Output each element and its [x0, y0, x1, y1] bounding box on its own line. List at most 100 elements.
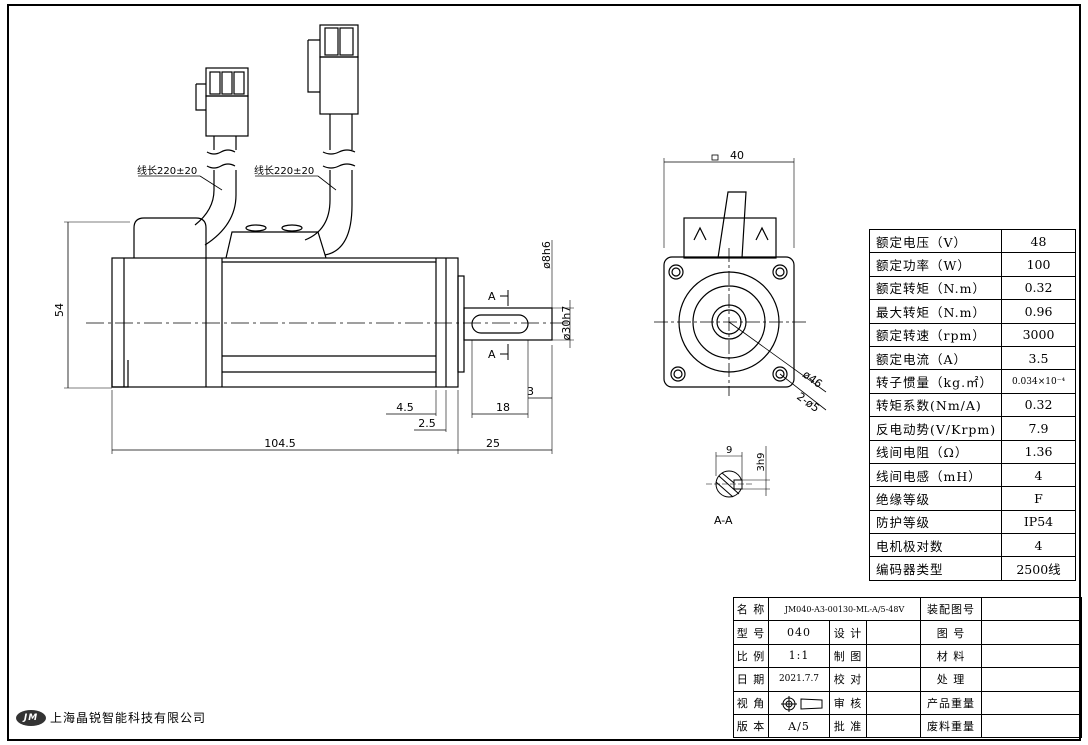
spec-value: 0.32 [1001, 275, 1076, 301]
view-symbol-cell [768, 690, 830, 715]
section-key-height: 3h9 [756, 452, 767, 471]
spec-row: 额定转矩（N.m）0.32 [869, 275, 1076, 301]
spec-label: 线间电感（mH） [869, 462, 1002, 488]
spec-label: 额定功率（W） [869, 252, 1002, 277]
assembly-label: 装配图号 [920, 596, 982, 622]
spec-value: 3.5 [1001, 345, 1076, 371]
check-value [866, 667, 921, 692]
spec-label: 转子惯量（kg.㎡） [869, 369, 1002, 394]
dim-key-length: 18 [496, 401, 510, 414]
section-mark-top: A [488, 290, 496, 303]
drawing-no-value [981, 620, 1082, 645]
title-row: 比 例 1:1 制 图 材 料 [733, 643, 1082, 669]
drafter-label: 制 图 [829, 643, 867, 669]
side-view [64, 24, 574, 454]
spec-label: 反电动势(V/Krpm) [869, 416, 1002, 441]
section-view [706, 446, 770, 498]
spec-value: F [1001, 486, 1076, 511]
spec-label: 编码器类型 [869, 556, 1002, 581]
version-label: 版 本 [733, 713, 769, 739]
scale-value: 1:1 [768, 643, 830, 669]
check-label: 校 对 [829, 667, 867, 692]
spec-row: 额定功率（W）100 [869, 252, 1076, 277]
spec-value: IP54 [1001, 509, 1076, 535]
scrap-weight-label: 废料重量 [920, 713, 982, 739]
title-row: 版 本 A/5 批 准 废料重量 [733, 713, 1082, 739]
name-value: JM040-A3-00130-ML-A/5-48V [768, 596, 921, 622]
dim-key-offset: 3 [527, 385, 534, 398]
cable-label-left: 线长220±20 [137, 164, 197, 177]
spec-row: 额定转速（rpm）3000 [869, 322, 1076, 347]
dim-bolt-circle: ø46 [800, 368, 824, 391]
scale-label: 比 例 [733, 643, 769, 669]
spec-label: 电机极对数 [869, 533, 1002, 558]
approve-value [866, 713, 921, 739]
design-label: 设 计 [829, 620, 867, 645]
spec-value: 0.96 [1001, 299, 1076, 324]
title-block: 名 称 JM040-A3-00130-ML-A/5-48V 装配图号 型 号 0… [733, 596, 1082, 739]
spec-label: 转矩系数(Nm/A) [869, 392, 1002, 418]
dim-total-length: 104.5 [264, 437, 296, 450]
section-key-width: 9 [726, 445, 732, 456]
date-label: 日 期 [733, 667, 769, 692]
section-label: A-A [714, 514, 733, 527]
spec-value: 4 [1001, 533, 1076, 558]
dim-holes: 2-ø5 [794, 390, 822, 415]
company-footer: JM 上海晶锐智能科技有限公司 [16, 709, 206, 726]
drawing-no-label: 图 号 [920, 620, 982, 645]
spec-value: 3000 [1001, 322, 1076, 347]
cable-label-right: 线长220±20 [254, 164, 314, 177]
title-row: 型 号 040 设 计 图 号 [733, 620, 1082, 645]
date-value: 2021.7.7 [768, 667, 830, 692]
section-mark-bottom: A [488, 348, 496, 361]
assembly-value [981, 596, 1082, 622]
review-label: 审 核 [829, 690, 867, 715]
version-value: A/5 [768, 713, 830, 739]
product-weight-value [981, 690, 1082, 715]
spec-value: 0.32 [1001, 392, 1076, 418]
design-value [866, 620, 921, 645]
model-label: 型 号 [733, 620, 769, 645]
model-value: 040 [768, 620, 830, 645]
spec-label: 额定电压（V） [869, 228, 1002, 254]
front-view [654, 154, 827, 411]
spec-row: 额定电压（V）48 [869, 228, 1076, 254]
spec-value: 2500线 [1001, 556, 1076, 581]
sheet-border [7, 4, 1081, 741]
spec-label: 额定转速（rpm） [869, 322, 1002, 347]
spec-label: 防护等级 [869, 509, 1002, 535]
treatment-label: 处 理 [920, 667, 982, 692]
dim-flange-width: 4.5 [396, 401, 414, 414]
spec-value: 0.034×10⁻⁴ [1001, 369, 1076, 394]
view-label: 视 角 [733, 690, 769, 715]
title-row: 视 角 审 核 产品重量 [733, 690, 1082, 715]
company-logo: JM [16, 709, 46, 726]
spec-label: 最大转矩（N.m） [869, 299, 1002, 324]
approve-label: 批 准 [829, 713, 867, 739]
spec-value: 1.36 [1001, 439, 1076, 464]
spec-label: 绝缘等级 [869, 486, 1002, 511]
dim-spigot-width: 2.5 [418, 417, 436, 430]
spec-row: 转子惯量（kg.㎡）0.034×10⁻⁴ [869, 369, 1076, 394]
spec-label: 线间电阻（Ω） [869, 439, 1002, 464]
material-value [981, 643, 1082, 669]
connector-left [195, 67, 249, 150]
spec-row: 额定电流（A）3.5 [869, 345, 1076, 371]
dim-shaft-dia: ø8h6 [540, 241, 553, 269]
company-name: 上海晶锐智能科技有限公司 [50, 711, 207, 725]
spec-row: 线间电感（mH）4 [869, 462, 1076, 488]
spec-value: 7.9 [1001, 416, 1076, 441]
spec-value: 48 [1001, 228, 1076, 254]
spec-value: 100 [1001, 252, 1076, 277]
product-weight-label: 产品重量 [920, 690, 982, 715]
spec-row: 最大转矩（N.m）0.96 [869, 299, 1076, 324]
title-row: 名 称 JM040-A3-00130-ML-A/5-48V 装配图号 [733, 596, 1082, 622]
scrap-weight-value [981, 713, 1082, 739]
connector-right [307, 24, 359, 150]
name-label: 名 称 [733, 596, 769, 622]
material-label: 材 料 [920, 643, 982, 669]
spec-label: 额定电流（A） [869, 345, 1002, 371]
